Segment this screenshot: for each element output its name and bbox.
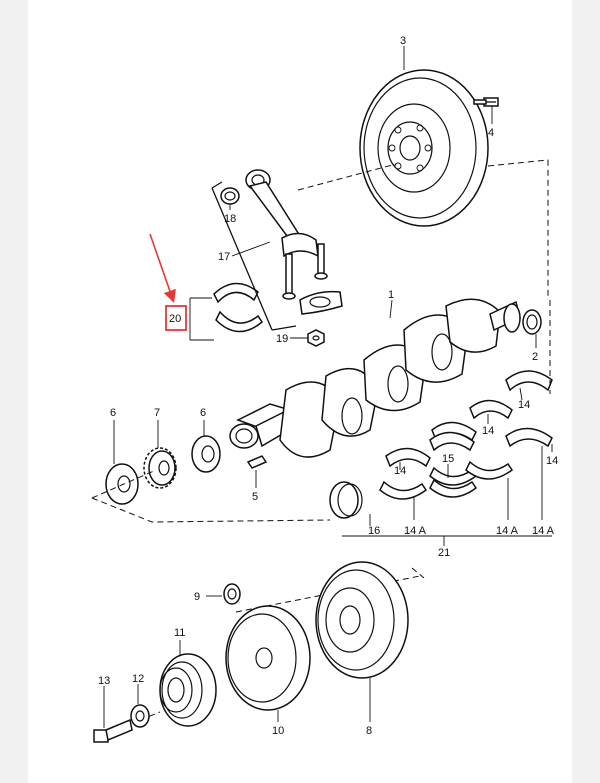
callout-3: 3 <box>400 35 406 47</box>
callout-21: 21 <box>438 547 450 559</box>
left-frame-edge <box>0 0 28 783</box>
assembly-axis-bottom-right <box>411 567 425 579</box>
assembly-axis-left <box>91 469 157 499</box>
callout-2: 2 <box>532 351 538 363</box>
pulley-washer <box>130 704 150 728</box>
callout-14A-2: 14 A <box>496 525 519 537</box>
right-frame-edge <box>572 0 600 783</box>
thrust-washer-inner <box>191 435 221 473</box>
callout-16: 16 <box>368 525 380 537</box>
callout-15: 15 <box>442 453 454 465</box>
callout-10: 10 <box>272 725 284 737</box>
callout-14d: 14 <box>546 455 558 467</box>
callout-20: 20 <box>169 313 181 325</box>
intermediate-pulley <box>225 605 311 711</box>
rod-bearing-shells <box>213 282 263 333</box>
hub-pulley <box>159 653 217 727</box>
callout-6b: 6 <box>200 407 206 419</box>
main-pulley <box>315 561 409 679</box>
callout-14a: 14 <box>518 399 530 411</box>
small-end-bushing <box>220 187 240 205</box>
assembly-axis-lower <box>91 497 331 523</box>
spacer-ring <box>223 583 241 605</box>
rod-nut <box>307 329 325 347</box>
highlight-arrow <box>149 233 176 304</box>
callout-18: 18 <box>224 213 236 225</box>
rear-main-seal <box>329 481 363 519</box>
callout-19: 19 <box>276 333 288 345</box>
connecting-rod <box>245 169 343 315</box>
callout-14b: 14 <box>482 425 494 437</box>
flywheel-bolt <box>473 97 499 107</box>
callout-13: 13 <box>98 675 110 687</box>
leader-lines <box>103 46 553 728</box>
callout-7: 7 <box>154 407 160 419</box>
crankshaft <box>229 298 521 458</box>
crankshaft-gear <box>143 447 177 489</box>
callout-14c: 14 <box>394 465 406 477</box>
pulley-bolt <box>93 718 133 743</box>
main-bearing-shells <box>379 370 553 500</box>
callout-14A-3: 14 A <box>532 525 555 537</box>
assembly-axis-upper <box>297 163 397 191</box>
callout-12: 12 <box>132 673 144 685</box>
callout-17: 17 <box>218 251 230 263</box>
callout-4: 4 <box>488 127 494 139</box>
callout-11: 11 <box>174 627 185 639</box>
callout-5: 5 <box>252 491 258 503</box>
callout-8: 8 <box>366 725 372 737</box>
pilot-bearing <box>522 309 542 335</box>
callout-6a: 6 <box>110 407 116 419</box>
callout-1: 1 <box>388 289 394 301</box>
woodruff-key <box>246 455 268 469</box>
highlight-box <box>165 305 187 331</box>
callout-labels: 3 4 18 17 20 19 1 2 6 7 6 5 14 14 14 14 … <box>98 35 558 737</box>
flywheel <box>359 69 489 227</box>
callout-9: 9 <box>194 591 200 603</box>
assembly-axis-upper-right <box>487 159 549 300</box>
thrust-washer-outer <box>105 463 139 505</box>
callout-14A-1: 14 A <box>404 525 427 537</box>
